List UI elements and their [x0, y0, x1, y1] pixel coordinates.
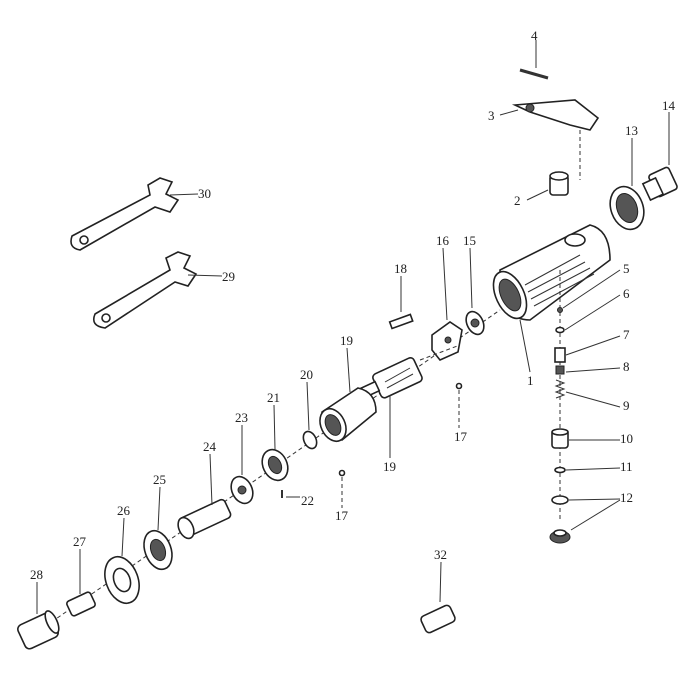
part-24-bearing — [230, 425, 254, 505]
label-24: 23 — [235, 410, 248, 425]
part-26-housing-nut — [143, 486, 173, 571]
label-25: 24 — [203, 439, 217, 454]
part-20-cylinder — [319, 347, 377, 443]
part-17-pin-lower — [338, 469, 346, 508]
label-23: 22 — [301, 493, 314, 508]
part-29-cap — [17, 582, 60, 650]
right-column-parts — [549, 269, 621, 544]
label-15: 15 — [463, 233, 476, 248]
wrench-31 — [70, 177, 199, 251]
label-13: 13 — [625, 123, 638, 138]
label-30: 29 — [222, 269, 235, 284]
part-21-washer — [302, 381, 318, 450]
part-16-plate — [431, 247, 463, 361]
part-2-bushing — [526, 171, 569, 201]
label-4: 4 — [531, 28, 538, 43]
label-21: 20 — [300, 367, 313, 382]
part-32-collet — [420, 561, 456, 634]
label-18: 18 — [394, 261, 407, 276]
label-3: 3 — [488, 108, 495, 123]
label-1: 1 — [527, 373, 534, 388]
label-12: 12 — [620, 490, 633, 505]
label-2: 2 — [514, 193, 521, 208]
label-31: 30 — [198, 186, 211, 201]
label-29: 28 — [30, 567, 43, 582]
part-labels: 4 3 14 13 2 30 16 15 18 5 29 6 19 7 1 20… — [30, 28, 676, 582]
label-14: 14 — [662, 98, 676, 113]
part-14-fitting — [641, 112, 678, 202]
label-26: 25 — [153, 472, 166, 487]
label-19: 19 — [383, 459, 396, 474]
part-1-housing — [492, 224, 611, 373]
label-6: 6 — [623, 286, 630, 301]
part-22-nut — [261, 404, 289, 482]
part-23-pin — [281, 490, 300, 498]
label-11: 11 — [620, 459, 633, 474]
label-27: 26 — [117, 503, 131, 518]
label-32: 32 — [434, 547, 447, 562]
part-28-collet — [66, 549, 96, 617]
label-9: 9 — [623, 398, 630, 413]
label-8: 8 — [623, 359, 630, 374]
part-15-washer — [465, 247, 485, 336]
label-16: 16 — [436, 233, 450, 248]
label-20: 19 — [340, 333, 353, 348]
part-18-blade — [388, 276, 414, 330]
label-10: 10 — [620, 431, 633, 446]
part-17-pin-upper — [455, 382, 463, 428]
part-4-pin — [519, 40, 549, 80]
label-7: 7 — [623, 327, 630, 342]
label-5: 5 — [623, 261, 630, 276]
part-3-lever — [499, 99, 600, 180]
label-28: 27 — [73, 534, 87, 549]
label-22: 21 — [267, 390, 280, 405]
part-25-spindle — [177, 453, 232, 540]
part-13-ring — [609, 138, 645, 231]
wrench-30 — [92, 251, 223, 329]
part-27-collar — [104, 517, 140, 605]
label-17-lower: 17 — [335, 508, 349, 523]
label-17-upper: 17 — [454, 429, 468, 444]
